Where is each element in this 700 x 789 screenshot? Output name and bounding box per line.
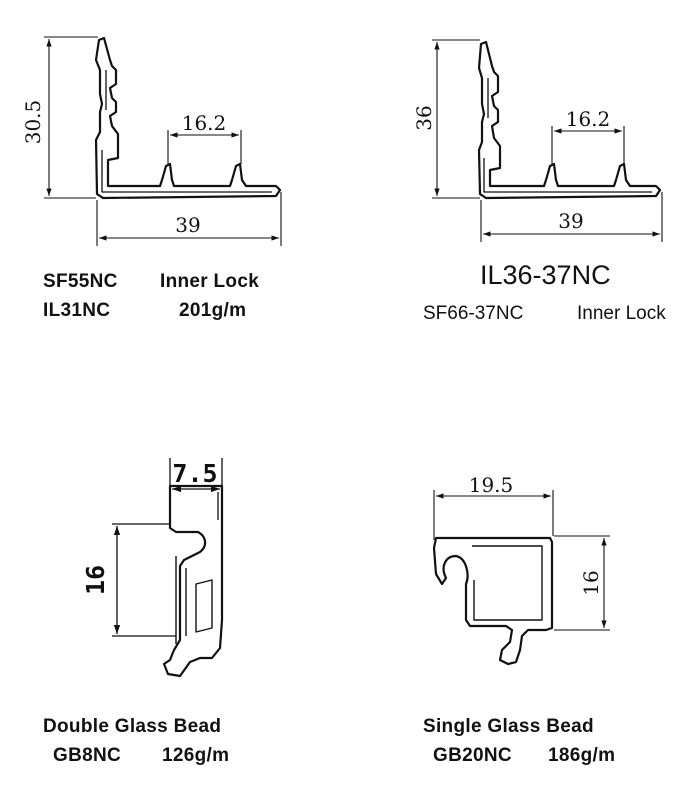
caption-title-il36-37nc: IL36-37NC <box>480 260 611 290</box>
caption-weight-3: 126g/m <box>162 745 230 766</box>
inner-lock-profile-1 <box>94 36 282 200</box>
caption-code-gb20nc: GB20NC <box>433 745 512 766</box>
caption-code-sf66-37nc: SF66-37NC <box>423 303 524 324</box>
caption-code-sf55nc: SF55NC <box>43 271 118 292</box>
dimension-lines-4 <box>433 490 610 631</box>
width-dimension-label-2: 39 <box>558 209 583 233</box>
height-dimension-label-1: 30.5 <box>21 100 45 145</box>
single-glass-bead-profile <box>432 536 554 666</box>
caption-type-inner-lock-2: Inner Lock <box>577 303 666 324</box>
caption-name-double-glass-bead: Double Glass Bead <box>43 716 222 737</box>
dimension-lines-2 <box>432 39 663 242</box>
width-dimension-label-1: 39 <box>175 213 200 237</box>
height-dimension-label-3: 16 <box>81 565 110 595</box>
width-dimension-label-4: 19.5 <box>469 473 514 497</box>
caption-name-single-glass-bead: Single Glass Bead <box>423 716 594 737</box>
double-glass-bead-profile <box>162 484 224 678</box>
height-dimension-label-4: 16 <box>579 570 603 595</box>
dimension-lines-1 <box>44 36 282 246</box>
caption-weight-1: 201g/m <box>179 300 247 321</box>
caption-type-inner-lock-1: Inner Lock <box>160 271 260 292</box>
inner-lock-profile-2 <box>477 40 662 200</box>
inner-dimension-label-1: 16.2 <box>182 111 227 135</box>
inner-dimension-label-2: 16.2 <box>566 107 611 131</box>
height-dimension-label-2: 36 <box>412 105 436 130</box>
caption-code-gb8nc: GB8NC <box>53 745 122 766</box>
caption-weight-4: 186g/m <box>548 745 616 766</box>
width-dimension-label-3: 7.5 <box>172 459 217 488</box>
caption-code-il31nc: IL31NC <box>43 300 111 321</box>
dimension-lines-3 <box>112 458 223 637</box>
